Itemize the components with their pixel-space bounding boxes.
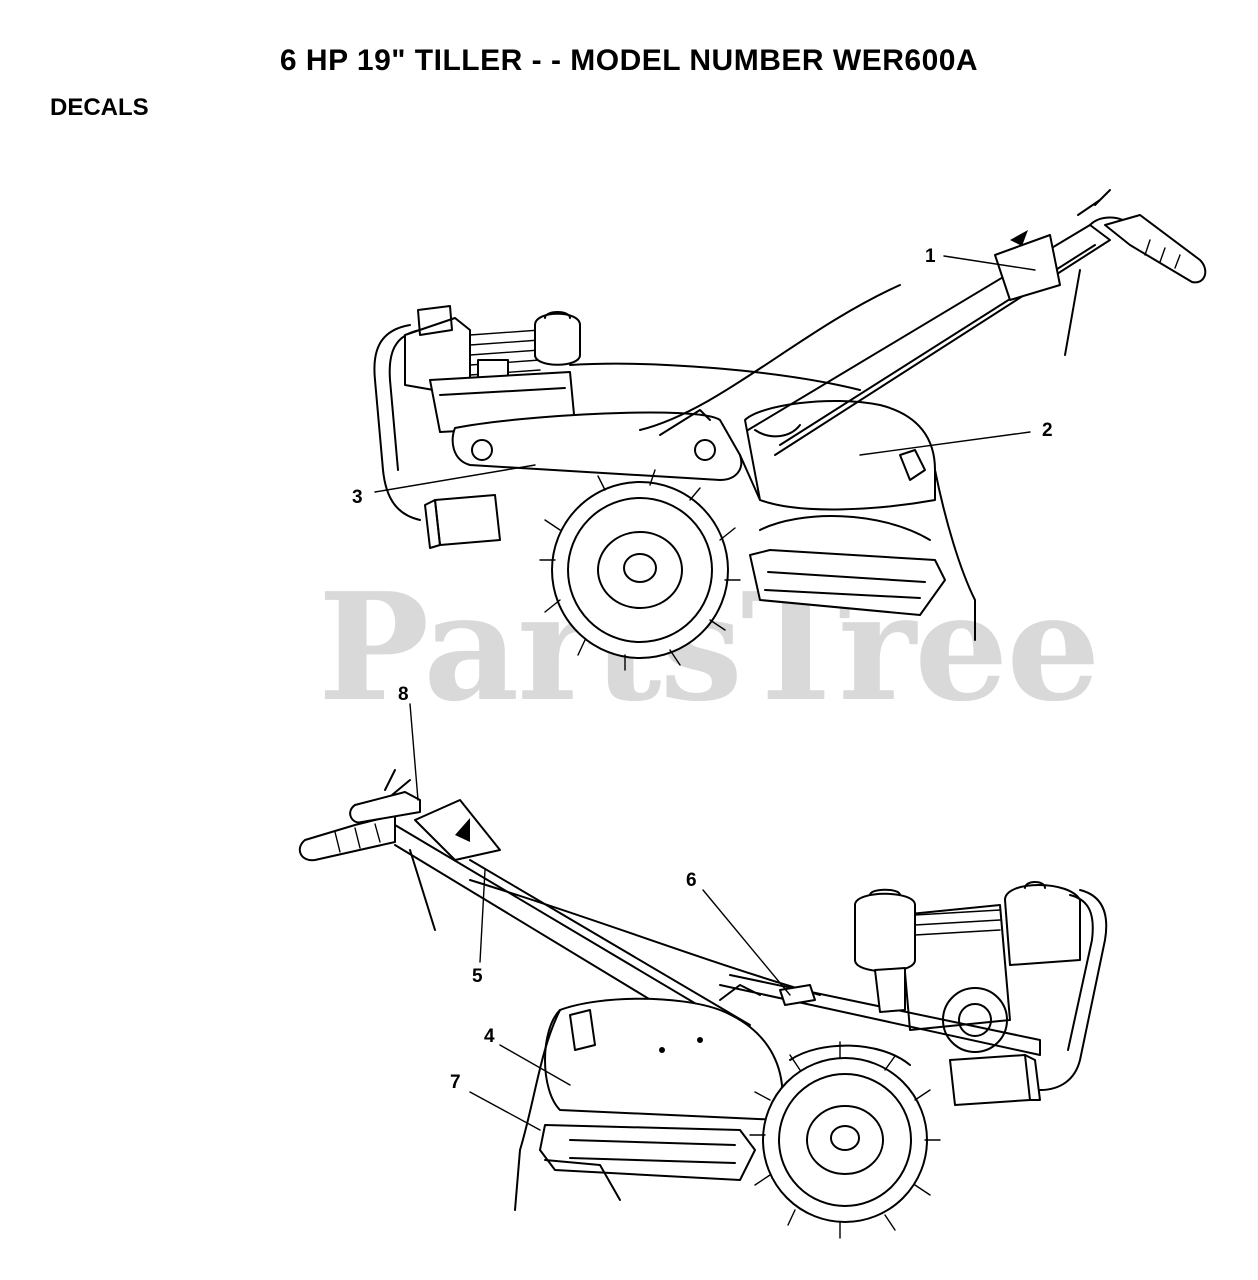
callout-7: 7 (450, 1072, 461, 1093)
callout-6: 6 (686, 870, 697, 891)
callout-5: 5 (472, 966, 483, 987)
callout-1: 1 (925, 246, 936, 267)
callout-lines (374, 255, 1036, 1131)
tiller-bottom-view (298, 769, 1108, 1239)
tiller-top-view (373, 189, 1207, 671)
section-heading: DECALS (50, 94, 149, 121)
callout-3: 3 (352, 487, 363, 508)
callout-2: 2 (1042, 420, 1053, 441)
callout-4: 4 (484, 1026, 495, 1047)
page-title: 6 HP 19" TILLER - - MODEL NUMBER WER600A (279, 44, 979, 77)
callout-8: 8 (398, 684, 409, 705)
